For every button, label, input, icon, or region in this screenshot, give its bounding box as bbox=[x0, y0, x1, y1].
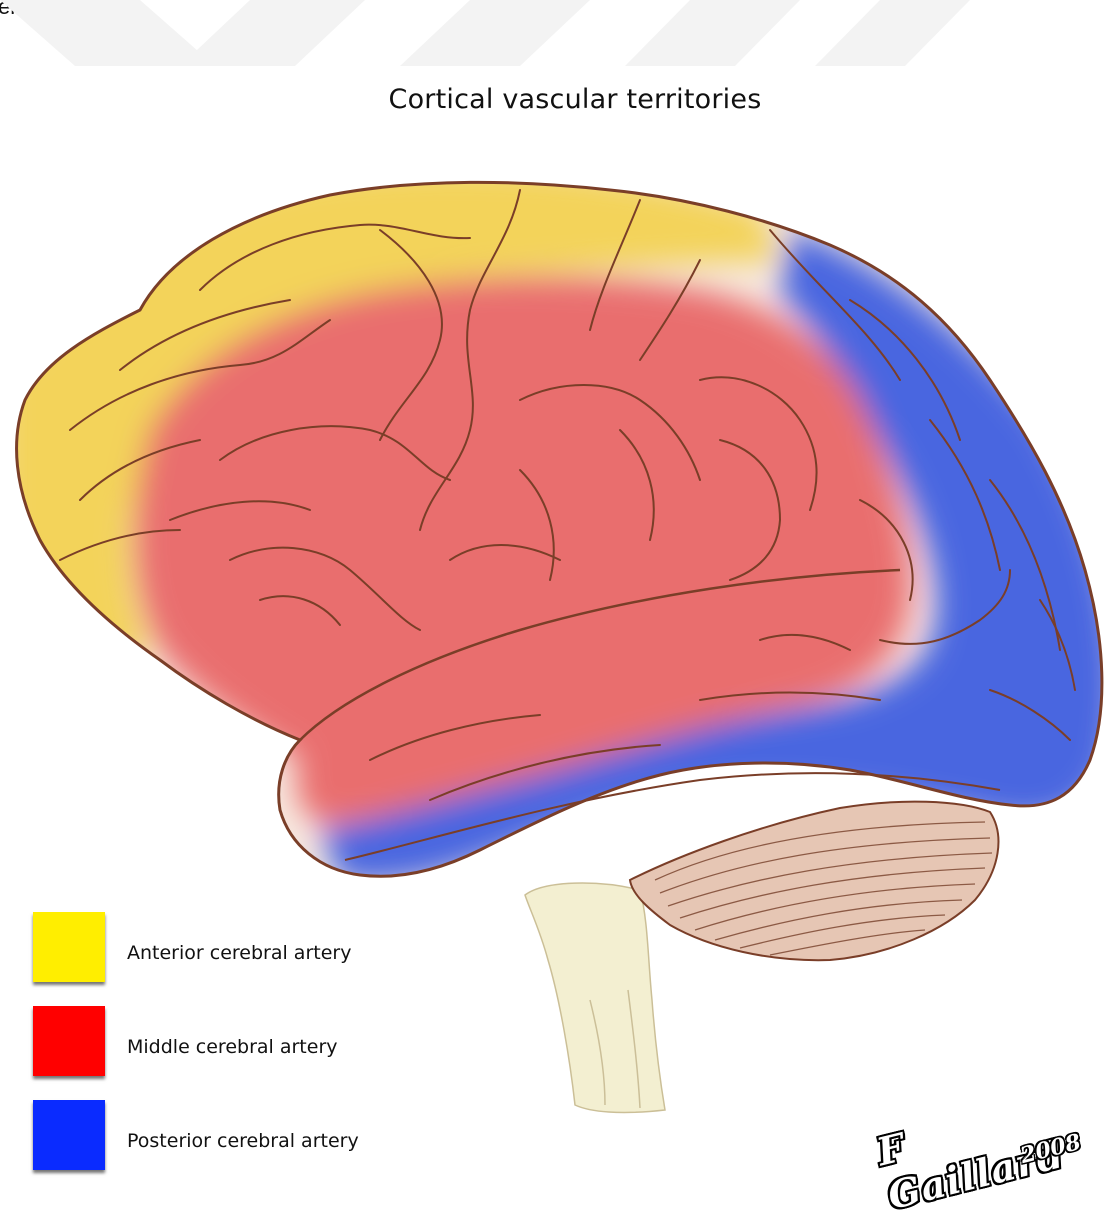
brainstem bbox=[525, 883, 665, 1112]
author-signature: F Gaillard 2008 bbox=[880, 1092, 1090, 1174]
legend-swatch-posterior bbox=[33, 1100, 105, 1170]
legend-swatch-middle bbox=[33, 1006, 105, 1076]
legend-label-middle: Middle cerebral artery bbox=[127, 1036, 338, 1058]
legend-label-anterior: Anterior cerebral artery bbox=[127, 942, 351, 964]
brain-illustration bbox=[0, 0, 1110, 1174]
legend-swatch-anterior bbox=[33, 912, 105, 982]
cerebellum bbox=[630, 802, 998, 961]
legend-label-posterior: Posterior cerebral artery bbox=[127, 1130, 359, 1152]
